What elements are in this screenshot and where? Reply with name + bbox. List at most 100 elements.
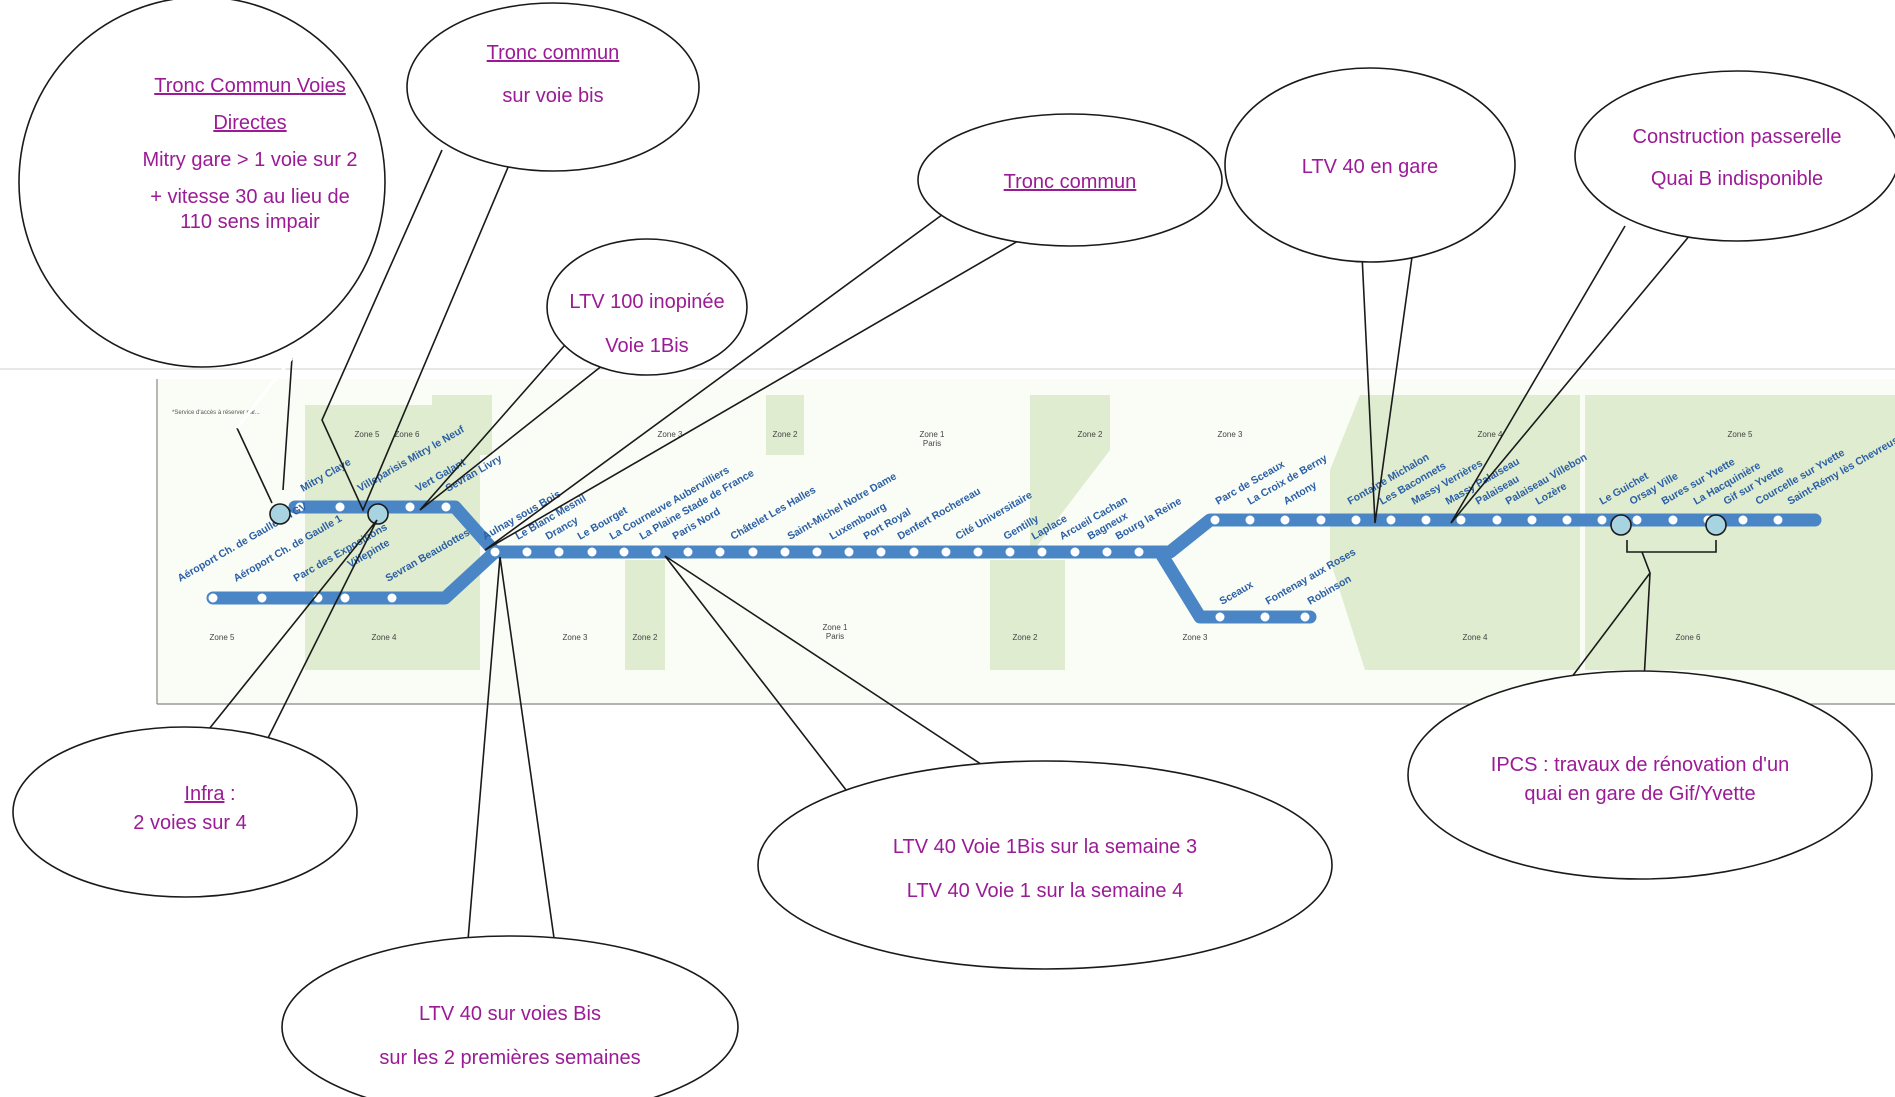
callout-text: LTV 100 inopinée xyxy=(569,291,724,313)
station-stop xyxy=(1245,515,1255,525)
station-stop xyxy=(1421,515,1431,525)
rer-line xyxy=(206,500,1822,624)
zone-label: Zone 3 xyxy=(1183,633,1208,642)
highlighted-stations xyxy=(269,503,1727,536)
zone-label: Zone 4 xyxy=(1478,430,1503,439)
station-stop xyxy=(1037,547,1047,557)
station-stop xyxy=(405,502,415,512)
callout-tronc-commun: Tronc commun xyxy=(484,113,1223,551)
callout-text: Construction passerelle xyxy=(1633,126,1842,148)
station-stop xyxy=(1300,612,1310,622)
callout-text: LTV 40 Voie 1Bis sur la semaine 3 xyxy=(893,836,1197,858)
zone-label: Zone 2 xyxy=(1013,633,1038,642)
station-stop xyxy=(208,593,218,603)
zone-label: Zone 1 xyxy=(920,430,945,439)
callout-text: + vitesse 30 au lieu de xyxy=(150,186,350,208)
station-stop xyxy=(1562,515,1572,525)
station-stop xyxy=(812,547,822,557)
callouts: Tronc Commun Voies Directes Mitry gare >… xyxy=(12,0,1895,1097)
station-stop xyxy=(335,502,345,512)
callout-text: 110 sens impair xyxy=(180,211,320,233)
callout-text: Infra : xyxy=(184,783,235,805)
station-highlight-sevran xyxy=(367,503,389,525)
zone-label: Zone 3 xyxy=(563,633,588,642)
callout-text: LTV 40 sur voies Bis xyxy=(419,1003,601,1025)
callout-text: Tronc Commun Voies xyxy=(154,75,346,97)
callout-text-underlined: Infra xyxy=(184,783,225,805)
callout-text: Tronc commun xyxy=(1004,171,1137,193)
station-stop xyxy=(387,593,397,603)
callout-ltv40-en-gare: LTV 40 en gare xyxy=(1224,67,1516,524)
station-stop xyxy=(1597,515,1607,525)
zone-label: Zone 2 xyxy=(1078,430,1103,439)
callout-text: LTV 40 Voie 1 sur la semaine 4 xyxy=(907,880,1183,902)
station-stops xyxy=(208,502,1783,622)
callout-tronc-commun-voie-bis: Tronc commun sur voie bis xyxy=(321,2,700,512)
callout-text: IPCS : travaux de rénovation d'un xyxy=(1491,754,1789,776)
station-highlight-mitry xyxy=(269,503,291,525)
zone-label: Zone 5 xyxy=(1728,430,1753,439)
callout-text: 2 voies sur 4 xyxy=(133,812,246,834)
station-stop xyxy=(619,547,629,557)
zone-label: Zone 4 xyxy=(372,633,397,642)
callout-ltv40-semaines: LTV 40 Voie 1Bis sur la semaine 3 LTV 40… xyxy=(664,555,1333,970)
station-stop xyxy=(295,502,305,512)
callout-tronc-commun-voies-directes: Tronc Commun Voies Directes Mitry gare >… xyxy=(18,0,386,504)
station-stop xyxy=(1456,515,1466,525)
station-stop xyxy=(909,547,919,557)
callout-ltv100: LTV 100 inopinée Voie 1Bis xyxy=(419,238,748,511)
zone-label: Zone 3 xyxy=(1218,430,1243,439)
station-stop xyxy=(1492,515,1502,525)
zone-label: Zone 2 xyxy=(773,430,798,439)
callout-ipcs: IPCS : travaux de rénovation d'un quai e… xyxy=(1407,540,1873,880)
station-stop xyxy=(941,547,951,557)
station-stop xyxy=(715,547,725,557)
zone-bands xyxy=(305,395,1895,670)
callout-text: Quai B indisponible xyxy=(1651,168,1823,190)
zone-label: Zone 1 xyxy=(823,623,848,632)
station-stop xyxy=(1070,547,1080,557)
callout-construction-passerelle: Construction passerelle Quai B indisponi… xyxy=(1450,70,1895,524)
station-stop xyxy=(1102,547,1112,557)
station-stop xyxy=(1773,515,1783,525)
zone-label: Zone 4 xyxy=(1463,633,1488,642)
station-stop xyxy=(1215,612,1225,622)
callout-text: LTV 40 en gare xyxy=(1302,156,1438,178)
zone-label: Zone 2 xyxy=(633,633,658,642)
zone-sublabel: Paris xyxy=(826,632,844,641)
callout-text-rest: : xyxy=(224,783,235,805)
callout-text: Voie 1Bis xyxy=(605,335,688,357)
zone-labels: Zone 6 Zone 5 Zone 3 Zone 2 Zone 1 Paris… xyxy=(210,430,1753,642)
callout-text: Directes xyxy=(213,112,286,134)
callout-text: Mitry gare > 1 voie sur 2 xyxy=(142,149,357,171)
station-stop xyxy=(973,547,983,557)
station-stop xyxy=(587,547,597,557)
station-stop xyxy=(876,547,886,557)
station-stop xyxy=(1134,547,1144,557)
zone-label: Zone 6 xyxy=(395,430,420,439)
station-stop xyxy=(780,547,790,557)
station-stop xyxy=(522,547,532,557)
callout-text: sur voie bis xyxy=(502,85,603,107)
station-stop xyxy=(1632,515,1642,525)
station-stop xyxy=(1386,515,1396,525)
zone-label: Zone 6 xyxy=(1676,633,1701,642)
callout-infra: Infra : 2 voies sur 4 xyxy=(12,519,378,898)
route-map: Zone 6 Zone 5 Zone 3 Zone 2 Zone 1 Paris… xyxy=(0,368,1895,705)
station-stop xyxy=(490,547,500,557)
callout-text: quai en gare de Gif/Yvette xyxy=(1524,783,1755,805)
station-stop xyxy=(1316,515,1326,525)
station-stop xyxy=(651,547,661,557)
zone-label: Zone 5 xyxy=(355,430,380,439)
station-stop xyxy=(683,547,693,557)
callout-ltv40-voies-bis: LTV 40 sur voies Bis sur les 2 premières… xyxy=(281,556,739,1097)
station-stop xyxy=(1260,612,1270,622)
station-stop xyxy=(1527,515,1537,525)
station-stop xyxy=(340,593,350,603)
station-stop xyxy=(554,547,564,557)
station-highlight-bures xyxy=(1610,514,1632,536)
callout-text: sur les 2 premières semaines xyxy=(379,1047,640,1069)
station-stop xyxy=(1738,515,1748,525)
station-stop xyxy=(844,547,854,557)
